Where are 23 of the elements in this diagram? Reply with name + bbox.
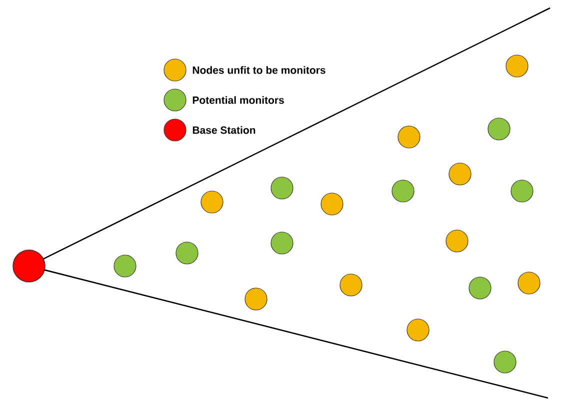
sensor-node-circle	[494, 350, 516, 374]
base-station-circle	[12, 250, 46, 282]
sensor-node-circle	[392, 180, 414, 202]
sensor-node-circle	[448, 162, 472, 186]
sensor-node-circle	[506, 54, 528, 78]
sensor-node-circle	[244, 288, 268, 310]
sensor-node-circle	[320, 192, 344, 216]
sensor-node-circle	[200, 190, 224, 214]
sensor-node-circle	[518, 272, 540, 294]
sensor-node-circle	[340, 274, 362, 296]
sensor-node-circle	[446, 230, 468, 252]
legend-label: Base Station	[192, 126, 256, 134]
sensor-node-circle	[114, 254, 136, 278]
legend-label: Nodes unfit to be monitors	[192, 66, 326, 74]
sensor-node-circle	[270, 232, 294, 254]
sensor-node-circle	[406, 318, 430, 342]
sensor-node-circle	[398, 126, 420, 148]
sensor-node-circle	[176, 242, 198, 264]
sensor-node-circle	[468, 276, 492, 300]
sensor-node-circle	[488, 118, 510, 140]
legend-label: Potential monitors	[192, 96, 284, 104]
sensor-node-circle	[270, 176, 294, 200]
sensor-node-circle	[510, 180, 534, 202]
